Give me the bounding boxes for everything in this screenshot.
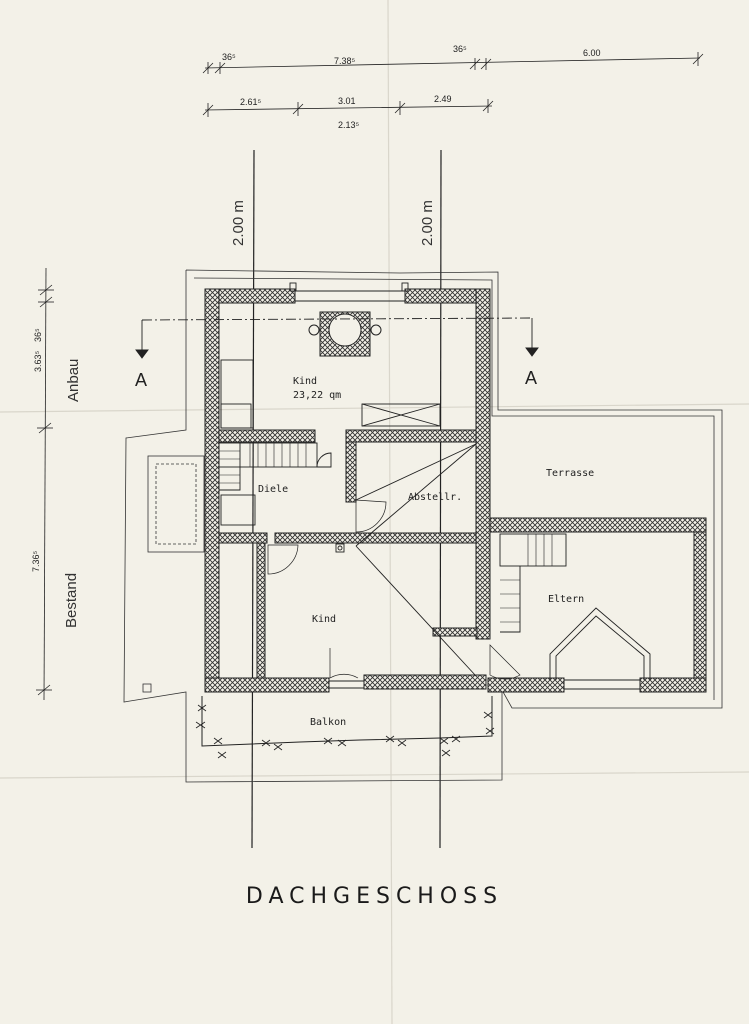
section-marker-left: A: [135, 370, 147, 390]
dim-second-sub: 2.13⁵: [338, 120, 360, 130]
dimension-lines: [36, 52, 704, 701]
balcony-railing: [195, 696, 495, 759]
dim-left-3: 7.36⁵: [31, 550, 41, 572]
dim-top-2: 7.38⁵: [334, 56, 356, 66]
zone-label-bestand: Bestand: [63, 573, 80, 628]
dim-top-1: 36⁵: [222, 52, 236, 62]
dim-second-3: 2.49: [434, 94, 452, 104]
walls: [204, 288, 707, 693]
zone-label-anbau: Anbau: [65, 359, 82, 402]
section-line: [135, 317, 539, 359]
room-label-abstellr: Abstellr.: [408, 492, 462, 503]
section-marker-right: A: [525, 368, 537, 388]
dim-left-1: 3.63⁵: [33, 350, 43, 372]
dim-left-2: 36⁵: [33, 328, 43, 342]
dim-second-2: 3.01: [338, 96, 356, 106]
dim-top-3: 36⁵: [453, 44, 467, 54]
windows: [289, 282, 640, 690]
axis-label-right: 2.00 m: [419, 200, 436, 246]
dim-top-4: 6.00: [583, 48, 601, 58]
chimney-icon: [308, 311, 382, 357]
room-label-diele: Diele: [258, 484, 288, 495]
axis-label-left: 2.00 m: [230, 200, 247, 246]
room-label-kind-bottom: Kind: [312, 614, 336, 625]
interior-fixtures: [218, 359, 651, 680]
drawing-title: DACHGESCHOSS: [245, 884, 504, 909]
room-label-kind-top: Kind: [293, 376, 317, 387]
dim-second-1: 2.61⁵: [240, 97, 262, 107]
room-label-terrasse: Terrasse: [546, 468, 594, 479]
room-label-balkon: Balkon: [310, 717, 346, 728]
room-area-kind-top: 23,22 qm: [293, 390, 341, 401]
room-label-eltern: Eltern: [548, 594, 584, 605]
axis-lines: [251, 149, 442, 849]
